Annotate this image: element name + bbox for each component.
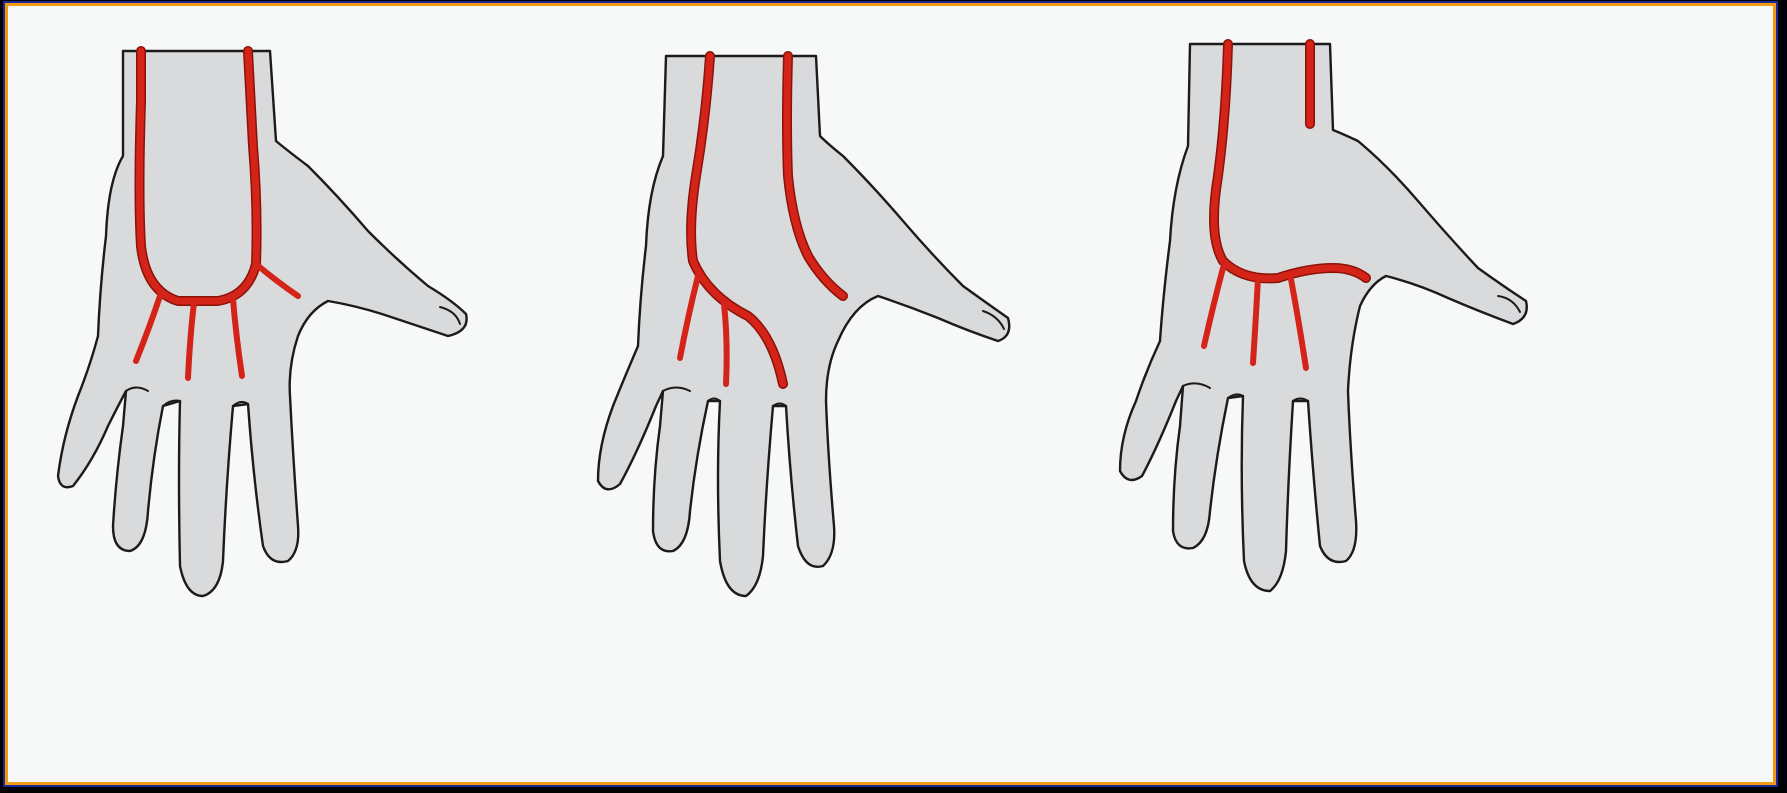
hand-1 [58,51,467,596]
hand-arteries-figure [8,6,1773,782]
figure-panel [5,3,1776,785]
hand-2 [598,56,1009,596]
hand-2-outline [598,56,1009,596]
hand-3-outline [1120,44,1527,591]
hand-3 [1120,44,1527,591]
hand-1-outline [58,51,467,596]
hand-2-digital-branch-2 [724,304,727,384]
